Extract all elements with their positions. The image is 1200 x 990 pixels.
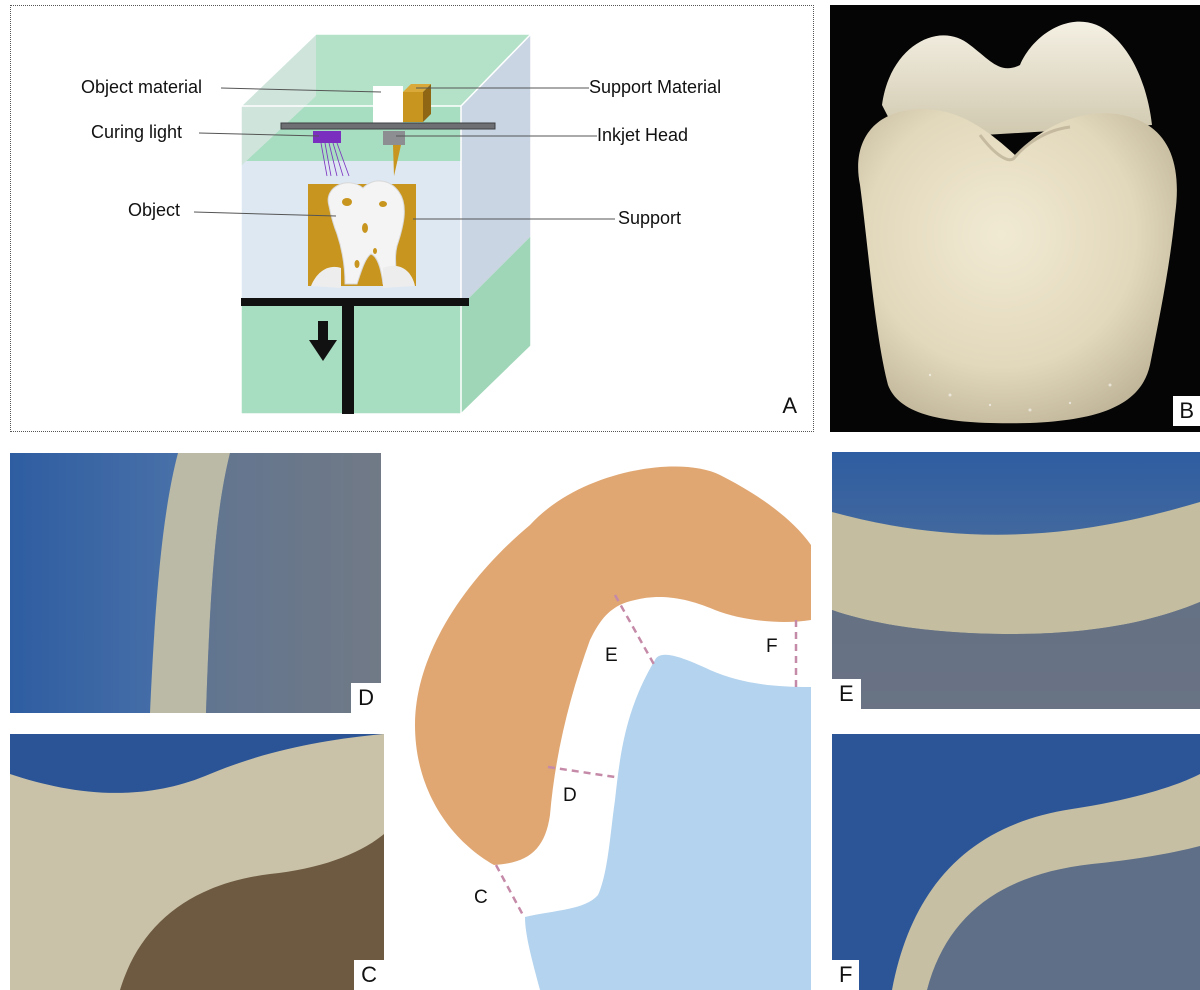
label-support: Support: [618, 208, 681, 229]
panel-letter-b: B: [1173, 396, 1200, 426]
cross-section: [410, 455, 811, 990]
panel-d-micrograph: D: [10, 453, 381, 713]
micrograph-e: [832, 452, 1200, 709]
panel-f-micrograph: F: [832, 734, 1200, 990]
panel-b-crown-photo: B: [830, 5, 1200, 432]
inkjet-head-unit: [383, 131, 405, 145]
micrograph-f: [832, 734, 1200, 990]
print-head-gantry: [281, 123, 495, 129]
cut-label-d: D: [563, 785, 577, 807]
cut-line-d: [548, 767, 615, 777]
label-object-material: Object material: [81, 77, 202, 98]
label-curing-light: Curing light: [91, 122, 182, 143]
crown-illustration: [830, 5, 1200, 432]
panel-a-printer-schematic: Object material Support Material Curing …: [10, 5, 814, 432]
panel-letter-f: F: [832, 960, 859, 990]
panel-e-micrograph: E: [832, 452, 1200, 709]
platform-shaft: [342, 306, 354, 414]
cut-line-e: [615, 595, 656, 668]
crown-cross-section-diagram: C D E F: [410, 455, 811, 990]
panel-letter-c: C: [354, 960, 384, 990]
build-platform: [241, 298, 461, 306]
label-support-material: Support Material: [589, 77, 721, 98]
micrograph-d: [10, 453, 381, 713]
panel-letter-a: A: [782, 393, 797, 419]
panel-c-micrograph: C: [10, 734, 384, 990]
panel-letter-e: E: [832, 679, 861, 709]
panel-letter-d: D: [351, 683, 381, 713]
cut-label-f: F: [766, 636, 778, 658]
cut-label-e: E: [605, 645, 618, 667]
cut-label-c: C: [474, 887, 488, 909]
curing-light-unit: [313, 131, 341, 143]
label-object: Object: [128, 200, 180, 221]
label-inkjet-head: Inkjet Head: [597, 125, 688, 146]
micrograph-c: [10, 734, 384, 990]
cut-line-c: [496, 865, 524, 917]
support-material-cartridge: [403, 84, 431, 122]
